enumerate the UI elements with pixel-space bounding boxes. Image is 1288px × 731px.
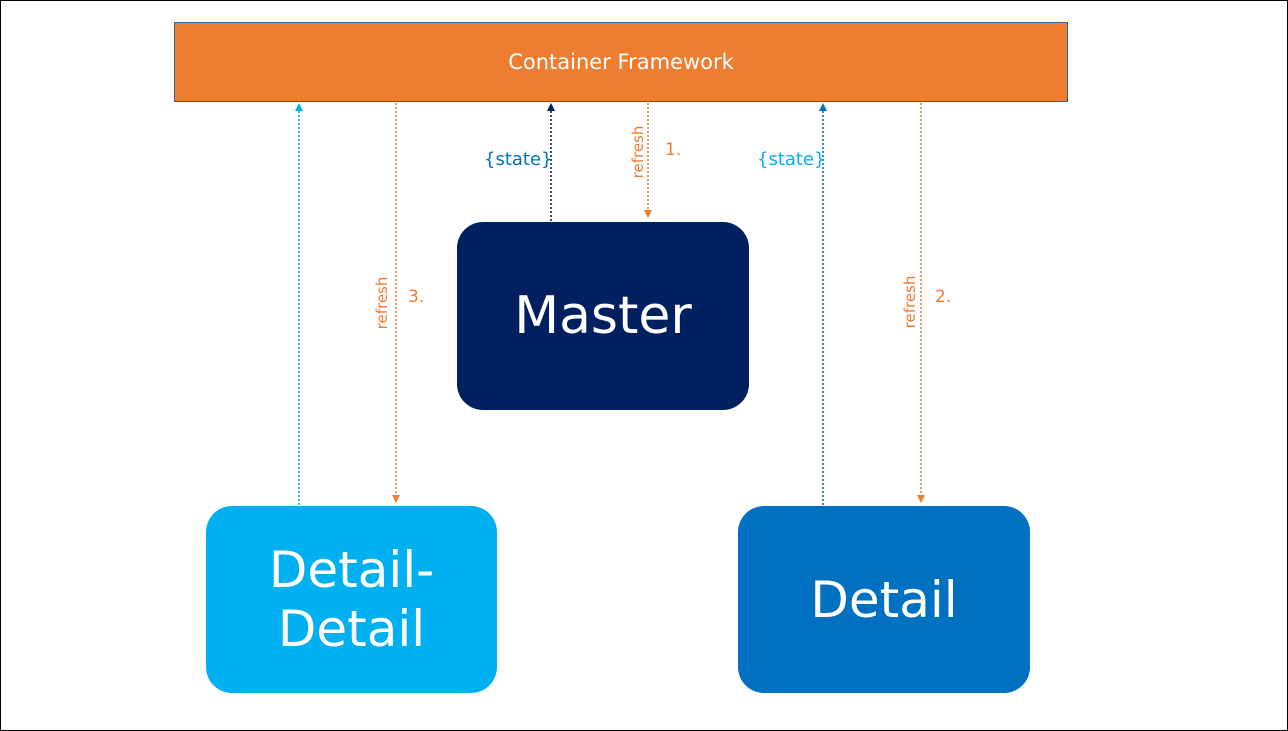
detail-detail-label: Detail- Detail <box>268 540 435 658</box>
container-framework-label: Container Framework <box>508 50 734 74</box>
detail-label: Detail <box>810 570 958 629</box>
refresh-master-step: 1. <box>665 140 682 160</box>
master-box: Master <box>457 222 749 410</box>
refresh-detail-detail-label: refresh <box>373 276 391 330</box>
refresh-detail-step: 2. <box>935 287 952 307</box>
refresh-master-label: refresh <box>629 125 647 179</box>
refresh-detail-label: refresh <box>901 275 919 329</box>
container-framework-box: Container Framework <box>174 22 1068 102</box>
master-label: Master <box>514 286 692 346</box>
detail-box: Detail <box>738 506 1030 693</box>
master-state-label: {state} <box>484 149 553 170</box>
detail-state-label: {state} <box>757 149 826 170</box>
detail-detail-box: Detail- Detail <box>206 506 497 693</box>
refresh-detail-detail-step: 3. <box>408 287 425 307</box>
